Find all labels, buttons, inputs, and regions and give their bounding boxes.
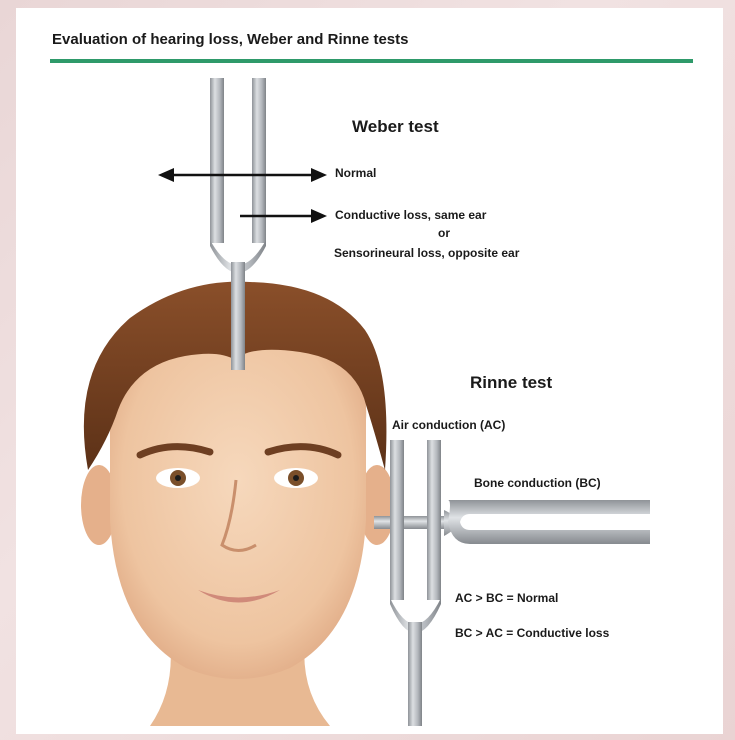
weber-conductive-label: Conductive loss, same ear: [335, 208, 486, 222]
bone-conduction-label: Bone conduction (BC): [474, 476, 601, 490]
air-conduction-label: Air conduction (AC): [392, 418, 505, 432]
rinne-air-conduction-fork: [390, 440, 441, 726]
rinne-normal-result: AC > BC = Normal: [455, 591, 558, 605]
weber-arrow-normal: [158, 168, 327, 182]
rinne-conductive-result: BC > AC = Conductive loss: [455, 626, 609, 640]
right-pupil: [293, 475, 299, 481]
face: [110, 318, 366, 679]
rinne-bone-conduction-fork: [374, 500, 650, 544]
title-rule: [50, 59, 693, 63]
left-pupil: [175, 475, 181, 481]
weber-or-label: or: [438, 226, 450, 240]
rinne-test-heading: Rinne test: [470, 373, 552, 393]
weber-test-heading: Weber test: [352, 117, 439, 137]
weber-sensorineural-label: Sensorineural loss, opposite ear: [334, 246, 519, 260]
weber-normal-label: Normal: [335, 166, 376, 180]
figure-title: Evaluation of hearing loss, Weber and Ri…: [52, 31, 408, 48]
